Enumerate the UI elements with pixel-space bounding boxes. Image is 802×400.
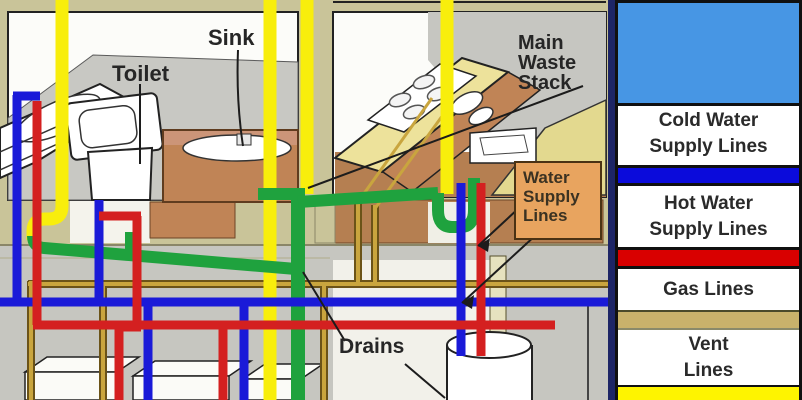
label-line: Lines — [523, 206, 568, 225]
legend-text-line: Hot Water — [663, 192, 754, 214]
kitchen-sink — [450, 90, 537, 164]
drains-pointer-b — [404, 363, 446, 399]
cold-water-lines — [0, 91, 608, 400]
legend-text-line: Lines — [683, 359, 734, 381]
label-line: Supply — [523, 187, 580, 206]
legend-swatch-hot-water — [618, 247, 799, 269]
legend-swatch-gas — [618, 310, 799, 330]
legend-label-vent: Vent Lines — [618, 330, 799, 385]
water-supply-pointer-b — [477, 206, 521, 247]
diagram-edge-divider — [608, 0, 618, 400]
legend-text-line: Supply Lines — [649, 218, 768, 240]
legend-text-line: Supply Lines — [649, 136, 768, 157]
drain-kitchen-branch — [297, 187, 439, 208]
label-sink: Sink — [208, 25, 255, 50]
burner — [412, 74, 436, 90]
main-waste-stack-pointer — [307, 85, 584, 189]
drain-p-trap — [432, 178, 480, 233]
arrowhead — [462, 295, 474, 309]
toilet-fixture — [64, 92, 164, 201]
laundry-appliances — [22, 356, 326, 400]
legend-label-cold-water: Cold Water Supply Lines — [618, 103, 799, 165]
legend-swatch-vent — [618, 385, 799, 400]
label-water-supply-lines: Water Supply Lines — [514, 161, 602, 240]
label-line: Waste — [518, 52, 577, 74]
label-line: Water — [523, 168, 570, 187]
burner — [388, 92, 412, 108]
legend-text-line: Vent — [688, 333, 729, 355]
legend-header-box — [618, 3, 799, 106]
label-main-waste-stack: Main Waste Stack — [518, 33, 576, 93]
legend-text-line: Cold Water — [658, 110, 759, 131]
sink-pointer — [236, 49, 244, 147]
legend-text-line: Gas Lines — [663, 278, 754, 300]
legend-label-hot-water: Hot Water Supply Lines — [618, 186, 799, 247]
hot-water-lines — [32, 101, 555, 400]
label-drains: Drains — [339, 335, 405, 358]
label-pointers — [139, 49, 584, 399]
drains-pointer-a — [302, 271, 346, 342]
label-line: Stack — [518, 72, 572, 94]
legend-swatch-cold-water — [618, 165, 799, 186]
appliance-front — [132, 375, 230, 400]
label-toilet: Toilet — [112, 61, 170, 86]
label-line: Main — [518, 32, 564, 54]
legend-label-gas: Gas Lines — [618, 269, 799, 310]
legend-panel: Cold Water Supply Lines Hot Water Supply… — [615, 0, 802, 400]
arrowhead — [478, 238, 490, 252]
water-supply-pointer-a — [461, 233, 538, 304]
appliance-front — [24, 371, 118, 400]
